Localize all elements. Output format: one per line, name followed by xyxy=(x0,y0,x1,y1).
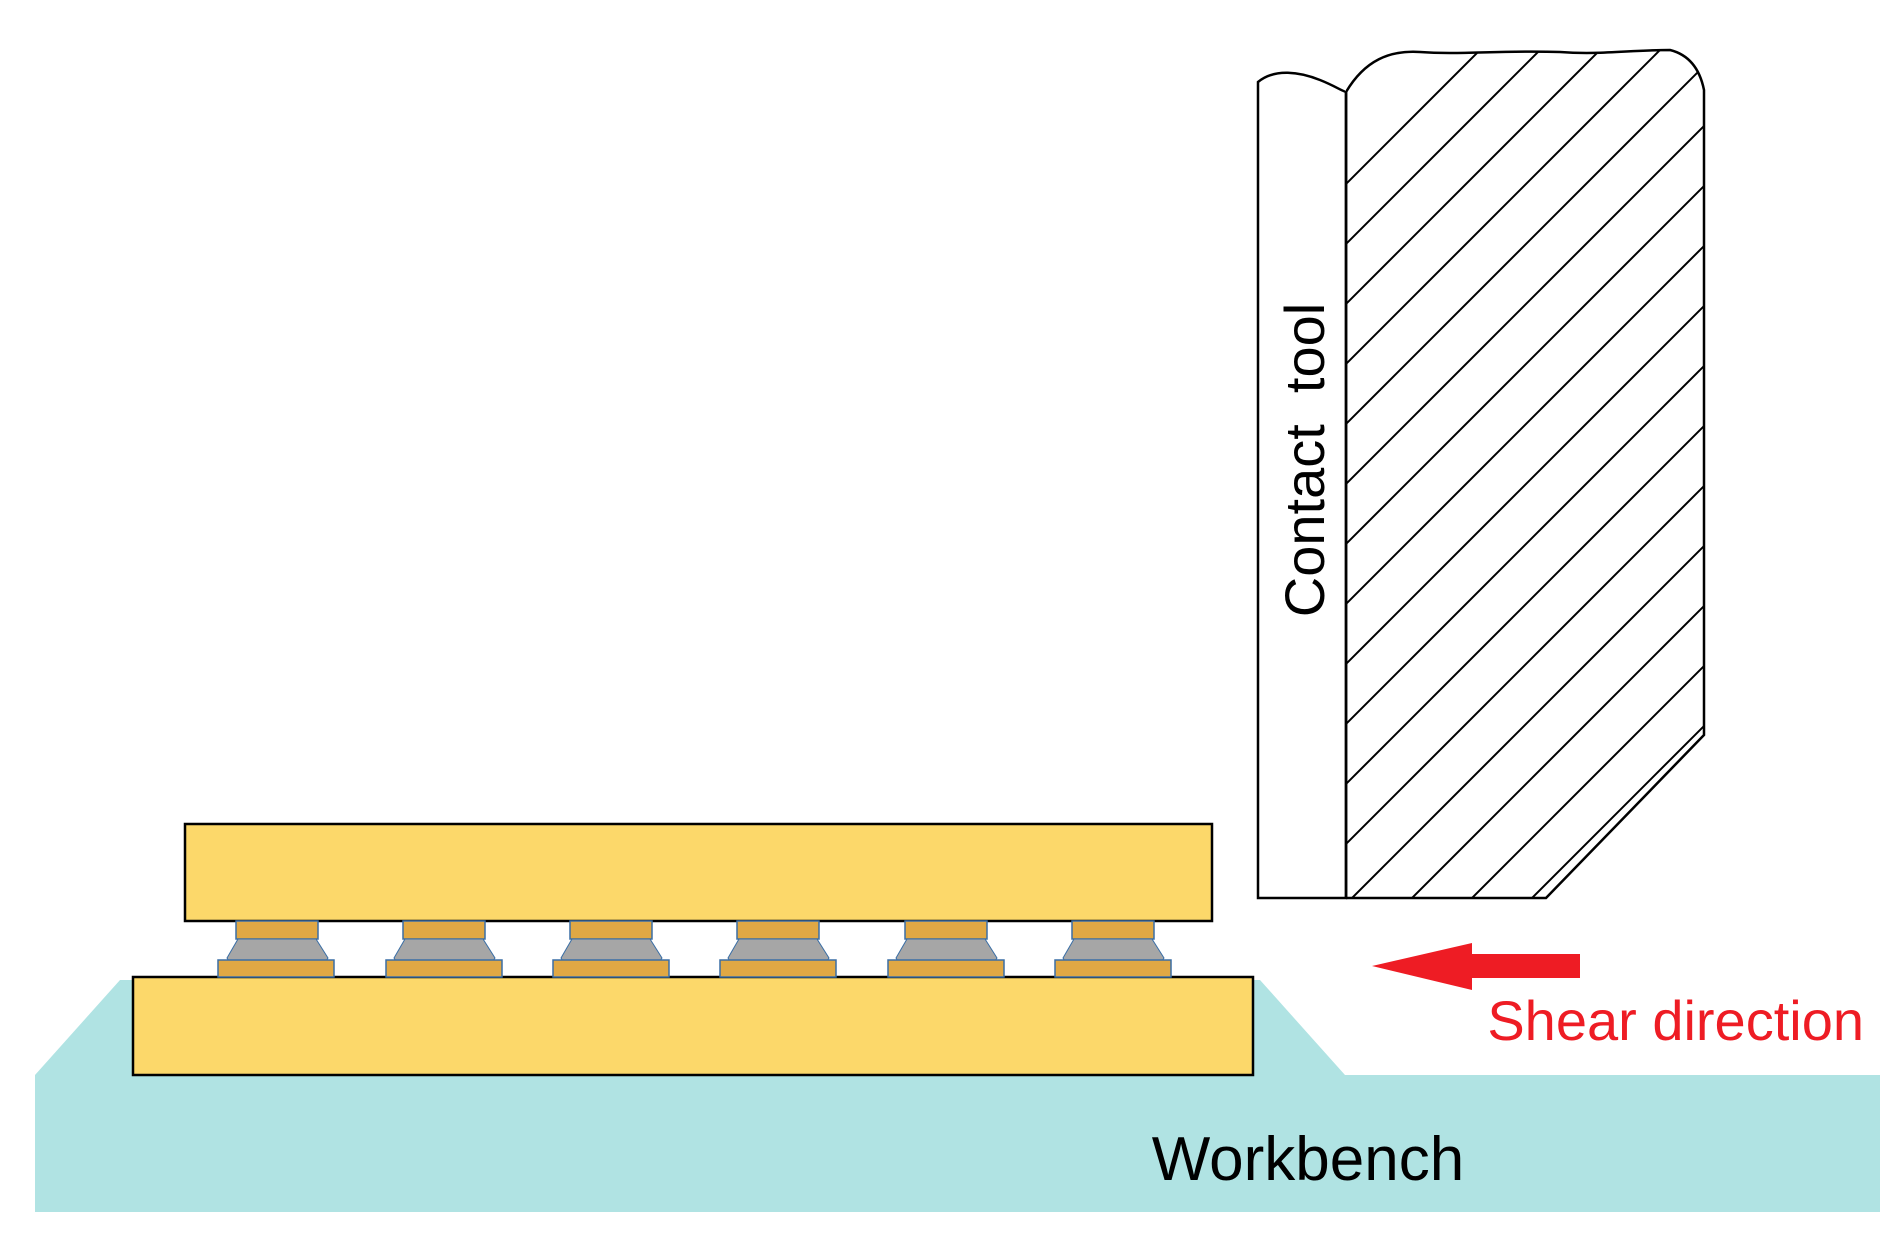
contact-tool-body xyxy=(1344,48,1706,900)
lower-pad xyxy=(552,959,670,978)
tool-hatching xyxy=(1346,50,1704,898)
upper-pad xyxy=(402,920,486,940)
contact-tool-label: Contact tool xyxy=(1273,303,1336,617)
shear-arrow xyxy=(1372,943,1580,990)
solder-joint xyxy=(217,920,335,978)
lower-pad xyxy=(1054,959,1172,978)
upper-pad xyxy=(235,920,319,940)
solder-joint xyxy=(385,920,503,978)
lower-pad xyxy=(887,959,1005,978)
contact-tool: Contact tool xyxy=(1256,48,1706,900)
shear-direction-label: Shear direction xyxy=(1487,989,1864,1052)
workbench-label: Workbench xyxy=(1152,1125,1464,1194)
upper-pad xyxy=(736,920,820,940)
solder-joint xyxy=(1054,920,1172,978)
upper-pad xyxy=(569,920,653,940)
lower-pad xyxy=(385,959,503,978)
solder-joint xyxy=(719,920,837,978)
tool-contact-face-outline xyxy=(1256,71,1348,900)
top-chip xyxy=(183,822,1214,923)
bottom-substrate xyxy=(131,975,1255,1077)
upper-pad xyxy=(1071,920,1155,940)
lower-pad xyxy=(217,959,335,978)
solder-joint xyxy=(552,920,670,978)
lower-pad xyxy=(719,959,837,978)
solder-joint xyxy=(887,920,1005,978)
upper-pad xyxy=(904,920,988,940)
